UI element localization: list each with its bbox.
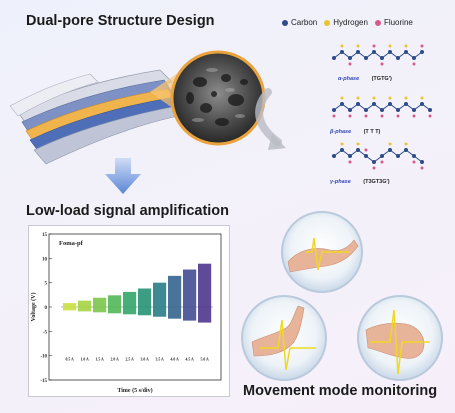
gamma-phase-conformation: (T3GT3G') — [363, 179, 390, 185]
signal-bar — [138, 288, 152, 316]
phase-label-alpha: α-phase (TGTG') — [338, 67, 392, 85]
alpha-phase-name: α-phase — [338, 76, 360, 82]
gamma-phase-chain-icon — [332, 142, 424, 170]
chart-xlabel: Time (5 s/div) — [117, 387, 152, 394]
y-tick-label: 15 — [42, 233, 48, 238]
monitoring-heading: Movement mode monitoring — [243, 383, 438, 399]
movement-illustrations — [241, 211, 443, 381]
voltage-chart: 0.5 A 1.0 A 1.5 A 2.0 A 2.5 A 3.0 A 3.5 A 4.0 A… — [30, 233, 222, 394]
signal-bar — [93, 297, 107, 313]
category-label: 3.0 A — [140, 358, 148, 362]
category-label: 1.0 A — [80, 358, 88, 362]
category-label: 4.0 A — [170, 358, 178, 362]
down-arrow-icon — [105, 158, 141, 194]
phase-label-beta: β-phase (T T T) — [330, 120, 380, 138]
signal-wave-icon — [306, 237, 350, 271]
signal-bar — [153, 282, 167, 317]
phase-label-gamma: γ-phase (T3GT3G') — [330, 170, 390, 188]
alpha-phase-conformation: (TGTG') — [371, 76, 392, 82]
y-tick-label: 5 — [45, 282, 48, 287]
voltage-chart-panel: 0.5 A 1.0 A 1.5 A 2.0 A 2.5 A 3.0 A 3.5 A 4.0 A… — [28, 225, 230, 397]
legend-hydrogen: Hydrogen — [333, 18, 368, 27]
design-heading: Dual-pore Structure Design — [26, 13, 215, 29]
category-label: 3.5 A — [155, 358, 163, 362]
hand-icon — [287, 239, 359, 273]
category-label: 2.0 A — [110, 358, 118, 362]
signal-bar — [198, 263, 212, 323]
signal-wave-icon — [260, 319, 316, 371]
hydrogen-dot-icon — [324, 19, 331, 26]
y-tick-label: -5 — [43, 330, 48, 335]
signal-bar — [63, 303, 77, 311]
category-label: 5.0 A — [200, 358, 208, 362]
porous-sem-image — [170, 50, 266, 146]
y-tick-label: 10 — [42, 257, 48, 262]
y-tick-label: -10 — [40, 355, 47, 360]
y-tick-label: -15 — [40, 379, 47, 384]
chart-ylabel: Voltage (V) — [30, 293, 37, 322]
fluorine-dot-icon — [374, 19, 381, 26]
plot-frame — [48, 233, 222, 381]
legend-fluorine: Fluorine — [383, 18, 413, 27]
category-label: 1.5 A — [95, 358, 103, 362]
carbon-dot-icon — [282, 19, 288, 26]
signal-bar — [168, 275, 182, 319]
beta-phase-conformation: (T T T) — [363, 129, 381, 135]
alpha-phase-chain-icon — [332, 44, 424, 66]
chart-title: Foma-pf — [59, 240, 84, 247]
phase-chains — [332, 44, 432, 170]
beta-phase-chain-icon — [332, 96, 432, 118]
atom-legend: Carbon Hydrogen Fluorine — [282, 18, 413, 27]
signal-bar — [108, 295, 122, 314]
gamma-phase-name: γ-phase — [330, 179, 351, 185]
legend-carbon: Carbon — [291, 18, 318, 27]
amplification-heading: Low-load signal amplification — [26, 203, 230, 219]
signal-bar — [123, 291, 137, 315]
category-label: 2.5 A — [125, 358, 133, 362]
wrist-bend-circle — [281, 211, 363, 293]
wrist-raise-circle — [241, 295, 327, 381]
signal-bar — [78, 300, 92, 312]
category-label: 4.5 A — [185, 358, 193, 362]
fist-clench-circle — [357, 295, 443, 381]
y-tick-label: 0 — [45, 306, 48, 311]
signal-wave-icon — [370, 309, 430, 375]
hand-icon — [251, 305, 305, 357]
category-label: 0.5 A — [65, 358, 73, 362]
signal-bar — [183, 269, 197, 321]
structure-illustration — [9, 50, 286, 165]
beta-phase-name: β-phase — [330, 129, 352, 135]
film-layers-icon — [9, 69, 179, 165]
